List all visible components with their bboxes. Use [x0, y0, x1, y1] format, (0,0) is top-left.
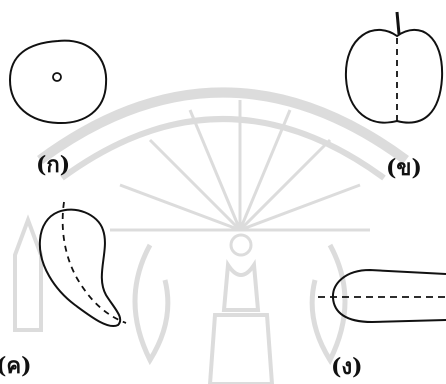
panel-label-b: (ข)	[386, 155, 422, 181]
fruit-round-top-view	[8, 39, 108, 125]
panel-label-d: (ง)	[331, 354, 363, 380]
fruit-elongated-oblong	[318, 268, 446, 324]
watermark-seal	[13, 87, 409, 384]
fruit-apple-side-view	[344, 11, 444, 124]
fruit-curved-teardrop	[38, 201, 127, 328]
panel-label-c: (ค)	[0, 353, 32, 379]
panel-label-a: (ก)	[36, 152, 71, 178]
